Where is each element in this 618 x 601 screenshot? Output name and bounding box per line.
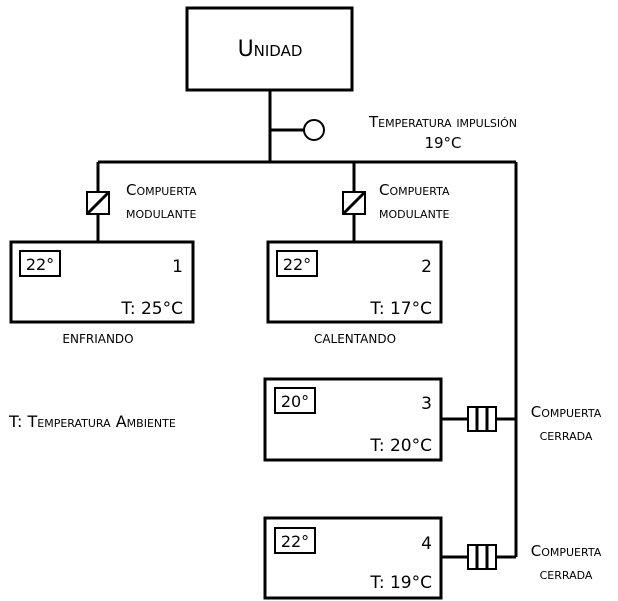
unit-label: Unidad	[238, 37, 303, 62]
closed-damper-icon	[467, 406, 497, 432]
zone-2-status: CALENTANDO	[314, 332, 396, 346]
zone-1-temp: T: 25°C	[120, 299, 183, 319]
supply-sensor-icon	[303, 119, 325, 141]
damper-2-label-b: modulante	[379, 204, 450, 222]
zone-4-setpoint-box	[274, 527, 316, 554]
unit-box	[185, 6, 354, 92]
damper-1-label-a: Compuerta	[126, 181, 197, 199]
zone-4-temp: T: 19°C	[369, 573, 432, 593]
zone-2-temp: T: 17°C	[369, 299, 432, 319]
zone-3-box	[263, 377, 443, 462]
damper-blade	[86, 191, 110, 215]
zone-4-setpoint: 22°	[281, 532, 309, 551]
damper-1-label-b: modulante	[126, 204, 197, 222]
zone-3-setpoint-box	[274, 387, 316, 414]
zone-3-setpoint: 20°	[281, 392, 309, 411]
zone-1-setpoint: 22°	[26, 255, 54, 274]
zone-4-number: 4	[421, 534, 432, 554]
zone-2-number: 2	[421, 257, 432, 277]
zone-1-box	[9, 240, 195, 324]
zone-1-setpoint-box	[19, 250, 61, 277]
damper-3-label-a: Compuerta	[531, 403, 602, 421]
zone-1-number: 1	[172, 257, 183, 277]
closed-damper-icon	[467, 544, 497, 570]
zone-3-number: 3	[421, 394, 432, 414]
damper-blade	[342, 191, 366, 215]
zone-2-setpoint: 22°	[283, 255, 311, 274]
damper-4-label-b: cerrada	[540, 565, 593, 583]
damper-4-label-a: Compuerta	[531, 542, 602, 560]
supply-label: Temperatura impulsión	[368, 113, 517, 131]
damper-2-label-a: Compuerta	[379, 181, 450, 199]
zone-2-setpoint-box	[276, 250, 318, 277]
zone-1-status: ENFRIANDO	[62, 332, 133, 346]
damper-3-label-b: cerrada	[540, 426, 593, 444]
supply-value: 19°C	[424, 134, 461, 152]
legend: T: Temperatura Ambiente	[8, 412, 176, 431]
zone-3-temp: T: 20°C	[369, 436, 432, 456]
